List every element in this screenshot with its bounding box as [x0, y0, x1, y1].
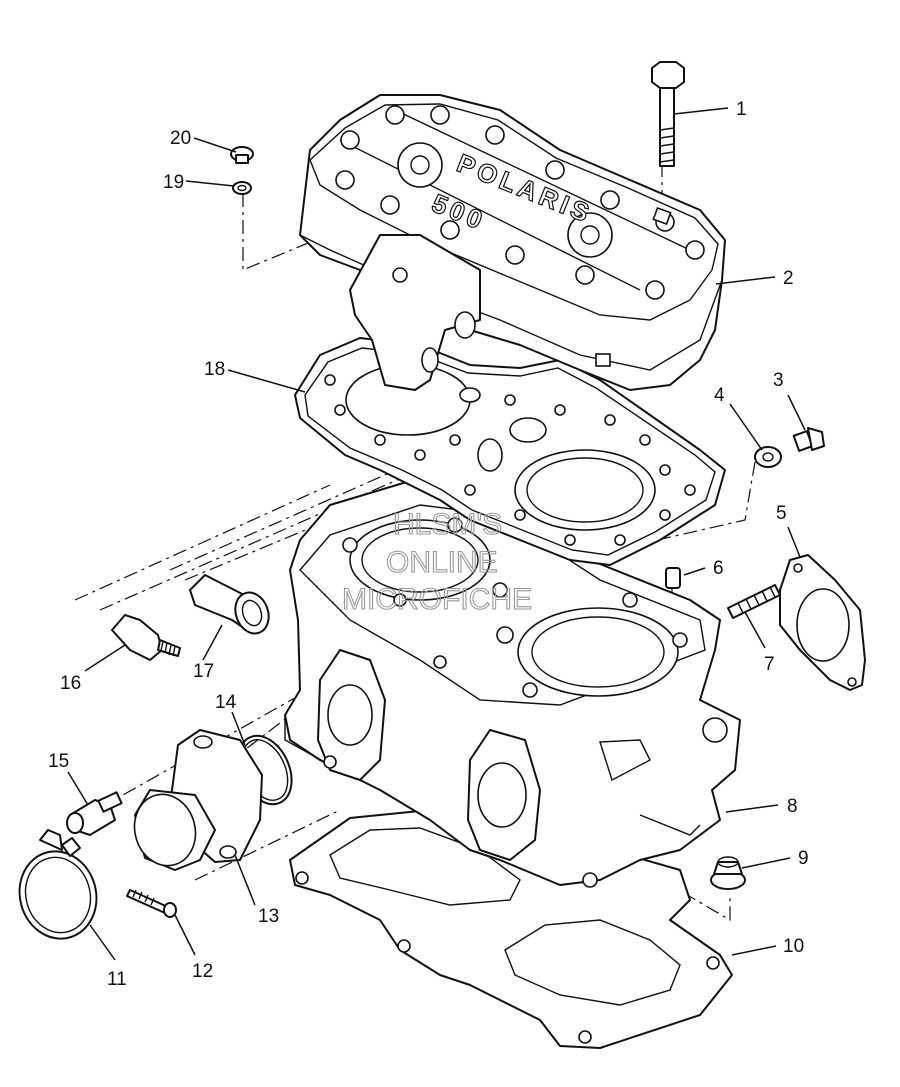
- callout-3: 3: [773, 370, 784, 391]
- callout-11: 11: [107, 969, 127, 990]
- flange-nut-9: [710, 856, 746, 890]
- head-gasket-18: [294, 337, 726, 566]
- washer-4: [754, 446, 782, 468]
- callout-7: 7: [764, 654, 775, 675]
- watermark-line-1: HLSM'S: [393, 508, 502, 541]
- callout-14: 14: [215, 692, 237, 713]
- callout-labels: 1 2 3 4 5 6 7 8 9 10 11 12 13 14 15 16 1…: [48, 99, 809, 990]
- intake-adaptor-13: [133, 729, 263, 871]
- leader-lines: [67, 107, 806, 961]
- callout-17: 17: [193, 661, 214, 682]
- callout-18: 18: [204, 359, 225, 380]
- temperature-sensor-16: [111, 614, 181, 661]
- thermostat-housing: [349, 234, 481, 391]
- cylinder-head-cover-2: POLARIS 500: [299, 94, 726, 391]
- callout-19: 19: [163, 172, 184, 193]
- callout-4: 4: [714, 385, 725, 406]
- exhaust-gasket-5: [779, 554, 866, 691]
- stud-7: [727, 584, 781, 619]
- dowel-pin-6: [665, 567, 681, 589]
- watermark-line-2: ONLINE: [386, 546, 498, 579]
- callout-2: 2: [783, 268, 794, 289]
- callout-6: 6: [713, 558, 724, 579]
- watermark-line-3: MICROFICHE: [342, 583, 532, 616]
- callout-20: 20: [170, 128, 191, 149]
- screw-small-12: [126, 889, 177, 918]
- callout-5: 5: [776, 503, 787, 524]
- plug-15: [66, 791, 123, 836]
- bolt-1: [651, 61, 685, 167]
- callout-8: 8: [787, 796, 798, 817]
- callout-9: 9: [798, 848, 809, 869]
- callout-13: 13: [258, 906, 279, 927]
- sealing-washer-19: [232, 181, 252, 195]
- watermark: HLSM'S ONLINE MICROFICHE: [341, 507, 532, 616]
- callout-16: 16: [60, 673, 81, 694]
- callout-12: 12: [192, 961, 213, 982]
- screw-3: [792, 427, 825, 452]
- callout-1: 1: [736, 99, 747, 120]
- callout-10: 10: [783, 936, 804, 957]
- bleed-screw-20: [230, 146, 254, 164]
- sleeve-17: [189, 574, 270, 635]
- hose-clamp-11: [18, 829, 98, 940]
- cylinder-8: [284, 477, 741, 888]
- callout-15: 15: [48, 751, 69, 772]
